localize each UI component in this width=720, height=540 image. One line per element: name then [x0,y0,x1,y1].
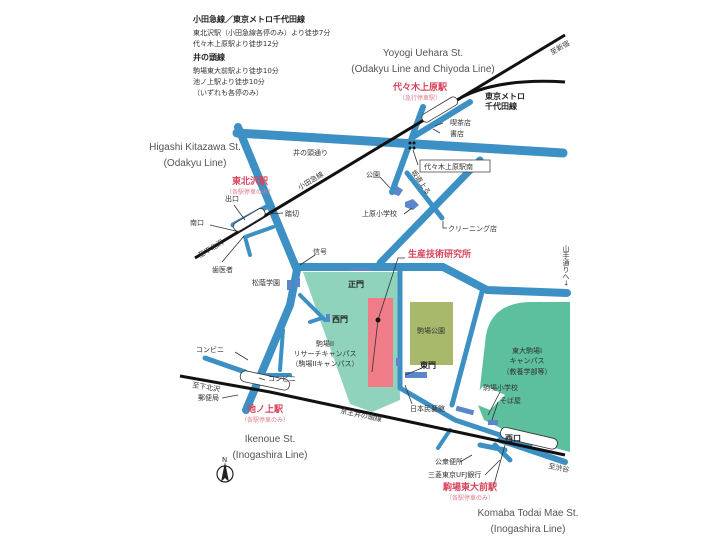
iis-label[interactable]: 生産技術研究所 [408,248,471,260]
bank-label: 三菱東京UFJ銀行 [428,470,481,479]
roads [202,99,571,465]
access-yoyogi-uehara: 代々木上原駅より徒歩12分 [193,39,279,48]
komaba-school-label: 駒場小学校 [483,383,518,392]
komaba-i-label-1: 東大駒場I [512,346,542,355]
leader-lines [209,122,506,489]
yamate-dori-label: 山手通りへ→ [562,244,570,286]
crossing-label: 踏切 [285,209,299,218]
soba-shop-label: そば屋 [500,396,521,405]
komaba-i-label-2: キャンパス [510,357,545,365]
main-gate-label[interactable]: 正門 [348,280,364,289]
komaba-todai-mae-sub: （各駅停車のみ） [446,494,494,502]
keio-inokashira-line [179,374,566,457]
access-ikenoue: 池ノ上駅より徒歩10分 [193,77,265,86]
yoyogi-uehara-sub: （急行停車駅） [399,94,441,102]
yoyogi-uehara-south-signal: 代々木上原駅南 [424,162,473,171]
cleaning-shop-label: クリーニング店 [448,224,497,233]
komaba-ii-label-2: リサーチキャンパス [294,350,357,358]
ikenoue-jp[interactable]: 池ノ上駅 [247,403,284,415]
inokashira-dori-label: 井の頭通り [293,148,328,157]
yoyogi-uehara-line-en: (Odakyu Line and Chiyoda Line) [351,64,494,75]
yoyogi-uehara-en: Yoyogi Uehara St. [383,48,463,59]
higashi-kitazawa-platform[interactable] [232,207,267,233]
komaba-ii-label-3: （駒場IIキャンパス） [291,359,358,368]
komaba-todai-mae-platform[interactable] [499,426,558,450]
komaba-todai-mae-jp[interactable]: 駒場東大前駅 [442,481,498,493]
komaba-i-campus-area[interactable] [478,302,570,452]
chiyoda-label-1: 東京メトロ [485,91,525,101]
cafe-label: 喫茶店 [450,118,471,127]
toilet-label: 公衆便所 [435,457,463,466]
chiyoda-line [461,79,566,99]
dentist-label: 歯医者 [212,265,233,274]
inokashira-heading: 井の頭線 [193,52,225,62]
mingeikan-label: 日本民藝館 [410,404,445,413]
buildings [287,186,498,425]
odakyu-chiyoda-heading: 小田急線／東京メトロ千代田線 [192,14,305,24]
konbini-label-1: コンビニ [196,345,224,354]
ikenoue-en: Ikenoue St. [245,434,296,445]
higashi-kitazawa-en: Higashi Kitazawa St. [149,142,241,153]
signal-label: 信号 [313,247,327,256]
park-label: 公園 [366,171,380,179]
yoyogi-uehara-jp[interactable]: 代々木上原駅 [392,81,448,93]
higashi-kitazawa-line-en: (Odakyu Line) [164,158,227,169]
access-info: 小田急線／東京メトロ千代田線 東北沢駅（小田急線各停のみ）より徒歩7分 代々木上… [192,14,330,97]
north-arrow-icon: N [216,456,234,483]
komaba-todai-mae-en: Komaba Todai Mae St. [478,508,579,519]
komaba-ii-label-1: 駒場II [316,339,334,348]
yoyogi-uehara-platform[interactable] [420,95,459,123]
access-note: （いずれも各停のみ） [193,88,263,97]
post-office-label: 郵便局 [198,393,219,402]
exit-label: 出口 [225,194,239,203]
access-komaba: 駒場東大前駅より徒歩10分 [193,66,279,75]
north-label: N [222,456,227,464]
shoin-gakuen-label: 松蔭学園 [252,278,280,287]
to-shibuya-label: 至渋谷 [548,461,570,474]
west-gate-label[interactable]: 西門 [332,315,348,324]
komaba-todai-mae-line-en: (Inogashira Line) [490,524,565,535]
komaba-i-label-3: （教養学部等） [503,367,552,376]
bookstore-label: 書店 [450,129,464,138]
ikenoue-line-en: (Inogashira Line) [232,450,307,461]
ikenoue-platform[interactable] [239,370,290,391]
chiyoda-label-2: 千代田線 [485,101,517,111]
higashi-kitazawa-jp[interactable]: 東北沢駅 [232,175,269,187]
access-higashi-kitazawa: 東北沢駅（小田急線各停のみ）より徒歩7分 [193,28,330,37]
higashi-kitazawa-sub: （各駅停車のみ） [226,188,274,196]
west-exit-label: 西口 [505,434,521,443]
to-shimokitazawa-label: 至下北沢 [196,238,225,260]
konbini-label-2: コンビニ [268,374,296,383]
komaba-park-area[interactable] [410,302,453,365]
school-lot [470,385,505,410]
uehara-school-label: 上原小学校 [362,209,397,218]
komaba-park-label: 駒場公園 [417,326,445,335]
ikenoue-sub: （各駅停車のみ） [241,416,289,424]
south-exit-label: 南口 [190,218,204,227]
east-gate-label[interactable]: 東門 [420,360,436,370]
